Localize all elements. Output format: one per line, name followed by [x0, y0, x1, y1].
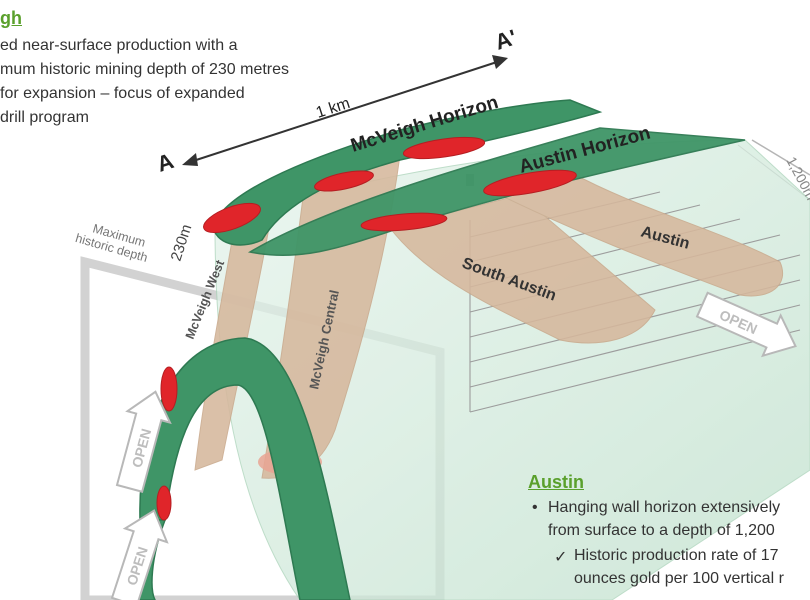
max-depth-value: 230m: [168, 222, 196, 263]
mcveigh-heading: gh: [0, 8, 22, 28]
mcveigh-line-2: mum historic mining depth of 230 metres: [0, 61, 290, 78]
mcveigh-line-1: ed near-surface production with a: [0, 37, 238, 54]
austin-check-line-2: ounces gold per 100 vertical r: [574, 570, 784, 587]
ore-shoot-south-austin: [389, 194, 656, 344]
open-arrow-left-upper: OPEN: [115, 390, 172, 493]
high-grade-shoots: [156, 136, 577, 521]
high-grade-lens: [402, 136, 486, 160]
high-grade-lens: [314, 170, 374, 192]
fold-hinge: [139, 337, 351, 600]
length-label: 1 km: [314, 95, 352, 122]
high-grade-lens: [160, 366, 178, 412]
high-grade-lens: [360, 212, 448, 232]
austin-bullet-line-1: Hanging wall horizon extensively: [548, 499, 781, 516]
check-icon: ✓: [554, 549, 568, 566]
mcveigh-line-4: drill program: [0, 109, 89, 126]
high-grade-lens: [156, 485, 172, 521]
high-grade-lens: [483, 169, 577, 197]
section-line-arrow: [182, 55, 508, 166]
mcveigh-horizon-band: [212, 99, 603, 246]
bullet-icon: •: [532, 499, 538, 516]
mcveigh-line-3: for expansion – focus of expanded: [0, 85, 245, 102]
ore-shoot-austin: [488, 171, 783, 297]
depth-indicator-line: [751, 139, 810, 176]
austin-bullet-line-2: from surface to a depth of 1,200: [548, 522, 775, 539]
high-grade-lens: [203, 202, 261, 234]
section-end-label: A': [492, 24, 520, 54]
austin-check-line-1: Historic production rate of 17: [574, 547, 779, 564]
austin-heading: Austin: [528, 472, 584, 492]
section-start-label: A: [154, 148, 177, 177]
